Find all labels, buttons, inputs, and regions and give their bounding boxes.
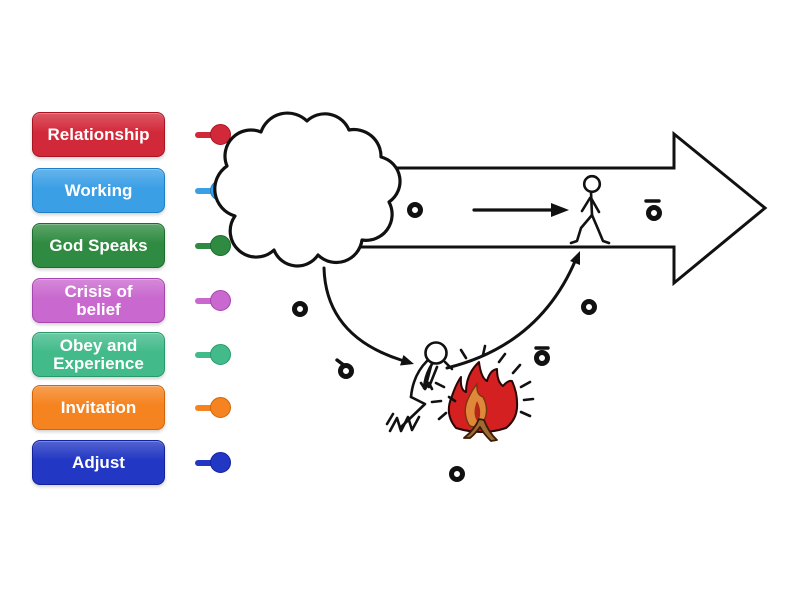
curve-up — [445, 257, 578, 370]
label-invitation[interactable]: Invitation — [32, 385, 165, 430]
answer-marker-3[interactable] — [292, 301, 308, 317]
label-row-invitation: Invitation — [32, 385, 231, 430]
arrow-cloud-to-bush — [322, 266, 414, 366]
label-connector — [195, 351, 214, 358]
label-row-relationship: Relationship — [32, 112, 231, 157]
spark-dashes — [430, 344, 535, 421]
arrowhead-up-icon — [570, 251, 580, 265]
label-pin — [210, 397, 231, 418]
label-pin — [210, 124, 231, 145]
curve-down — [322, 266, 403, 362]
answer-marker-2[interactable] — [644, 199, 662, 221]
direction-arrow — [472, 203, 569, 217]
answer-markers — [292, 199, 662, 482]
arrowhead-right-icon — [551, 203, 569, 217]
label-pin — [210, 235, 231, 256]
answer-marker-5[interactable] — [581, 299, 597, 315]
answer-marker-1[interactable] — [407, 202, 423, 218]
label-connector — [195, 242, 214, 249]
label-connector — [195, 187, 214, 194]
label-god-speaks[interactable]: God Speaks — [32, 223, 165, 268]
label-connector — [195, 404, 214, 411]
label-working[interactable]: Working — [32, 168, 165, 213]
label-relationship[interactable]: Relationship — [32, 112, 165, 157]
cloud-outline — [213, 111, 402, 268]
arrowhead-down-icon — [400, 355, 414, 366]
burning-bush-fire — [430, 344, 535, 442]
label-connector — [195, 459, 214, 466]
label-connector — [195, 131, 214, 138]
arrow-bush-to-flow — [445, 251, 580, 370]
label-row-adjust: Adjust — [32, 440, 231, 485]
walking-person-head — [582, 174, 602, 194]
praying-person-head — [424, 341, 448, 365]
label-pin — [210, 344, 231, 365]
flame-core — [474, 401, 481, 421]
answer-marker-6[interactable] — [534, 346, 550, 366]
label-pin — [210, 452, 231, 473]
label-adjust[interactable]: Adjust — [32, 440, 165, 485]
label-pin — [210, 290, 231, 311]
label-crisis-of-belief[interactable]: Crisis of belief — [32, 278, 165, 323]
label-row-god-speaks: God Speaks — [32, 223, 231, 268]
praying-person-figure — [385, 341, 448, 433]
walking-person-figure — [569, 174, 611, 245]
label-connector — [195, 297, 214, 304]
answer-marker-7[interactable] — [449, 466, 465, 482]
cloud-shape — [213, 111, 402, 268]
label-row-crisis-of-belief: Crisis of belief — [32, 278, 231, 323]
trunk — [463, 418, 498, 442]
answer-marker-4[interactable] — [335, 358, 354, 379]
label-row-obey-and-experience: Obey and Experience — [32, 332, 231, 377]
label-obey-and-experience[interactable]: Obey and Experience — [32, 332, 165, 377]
